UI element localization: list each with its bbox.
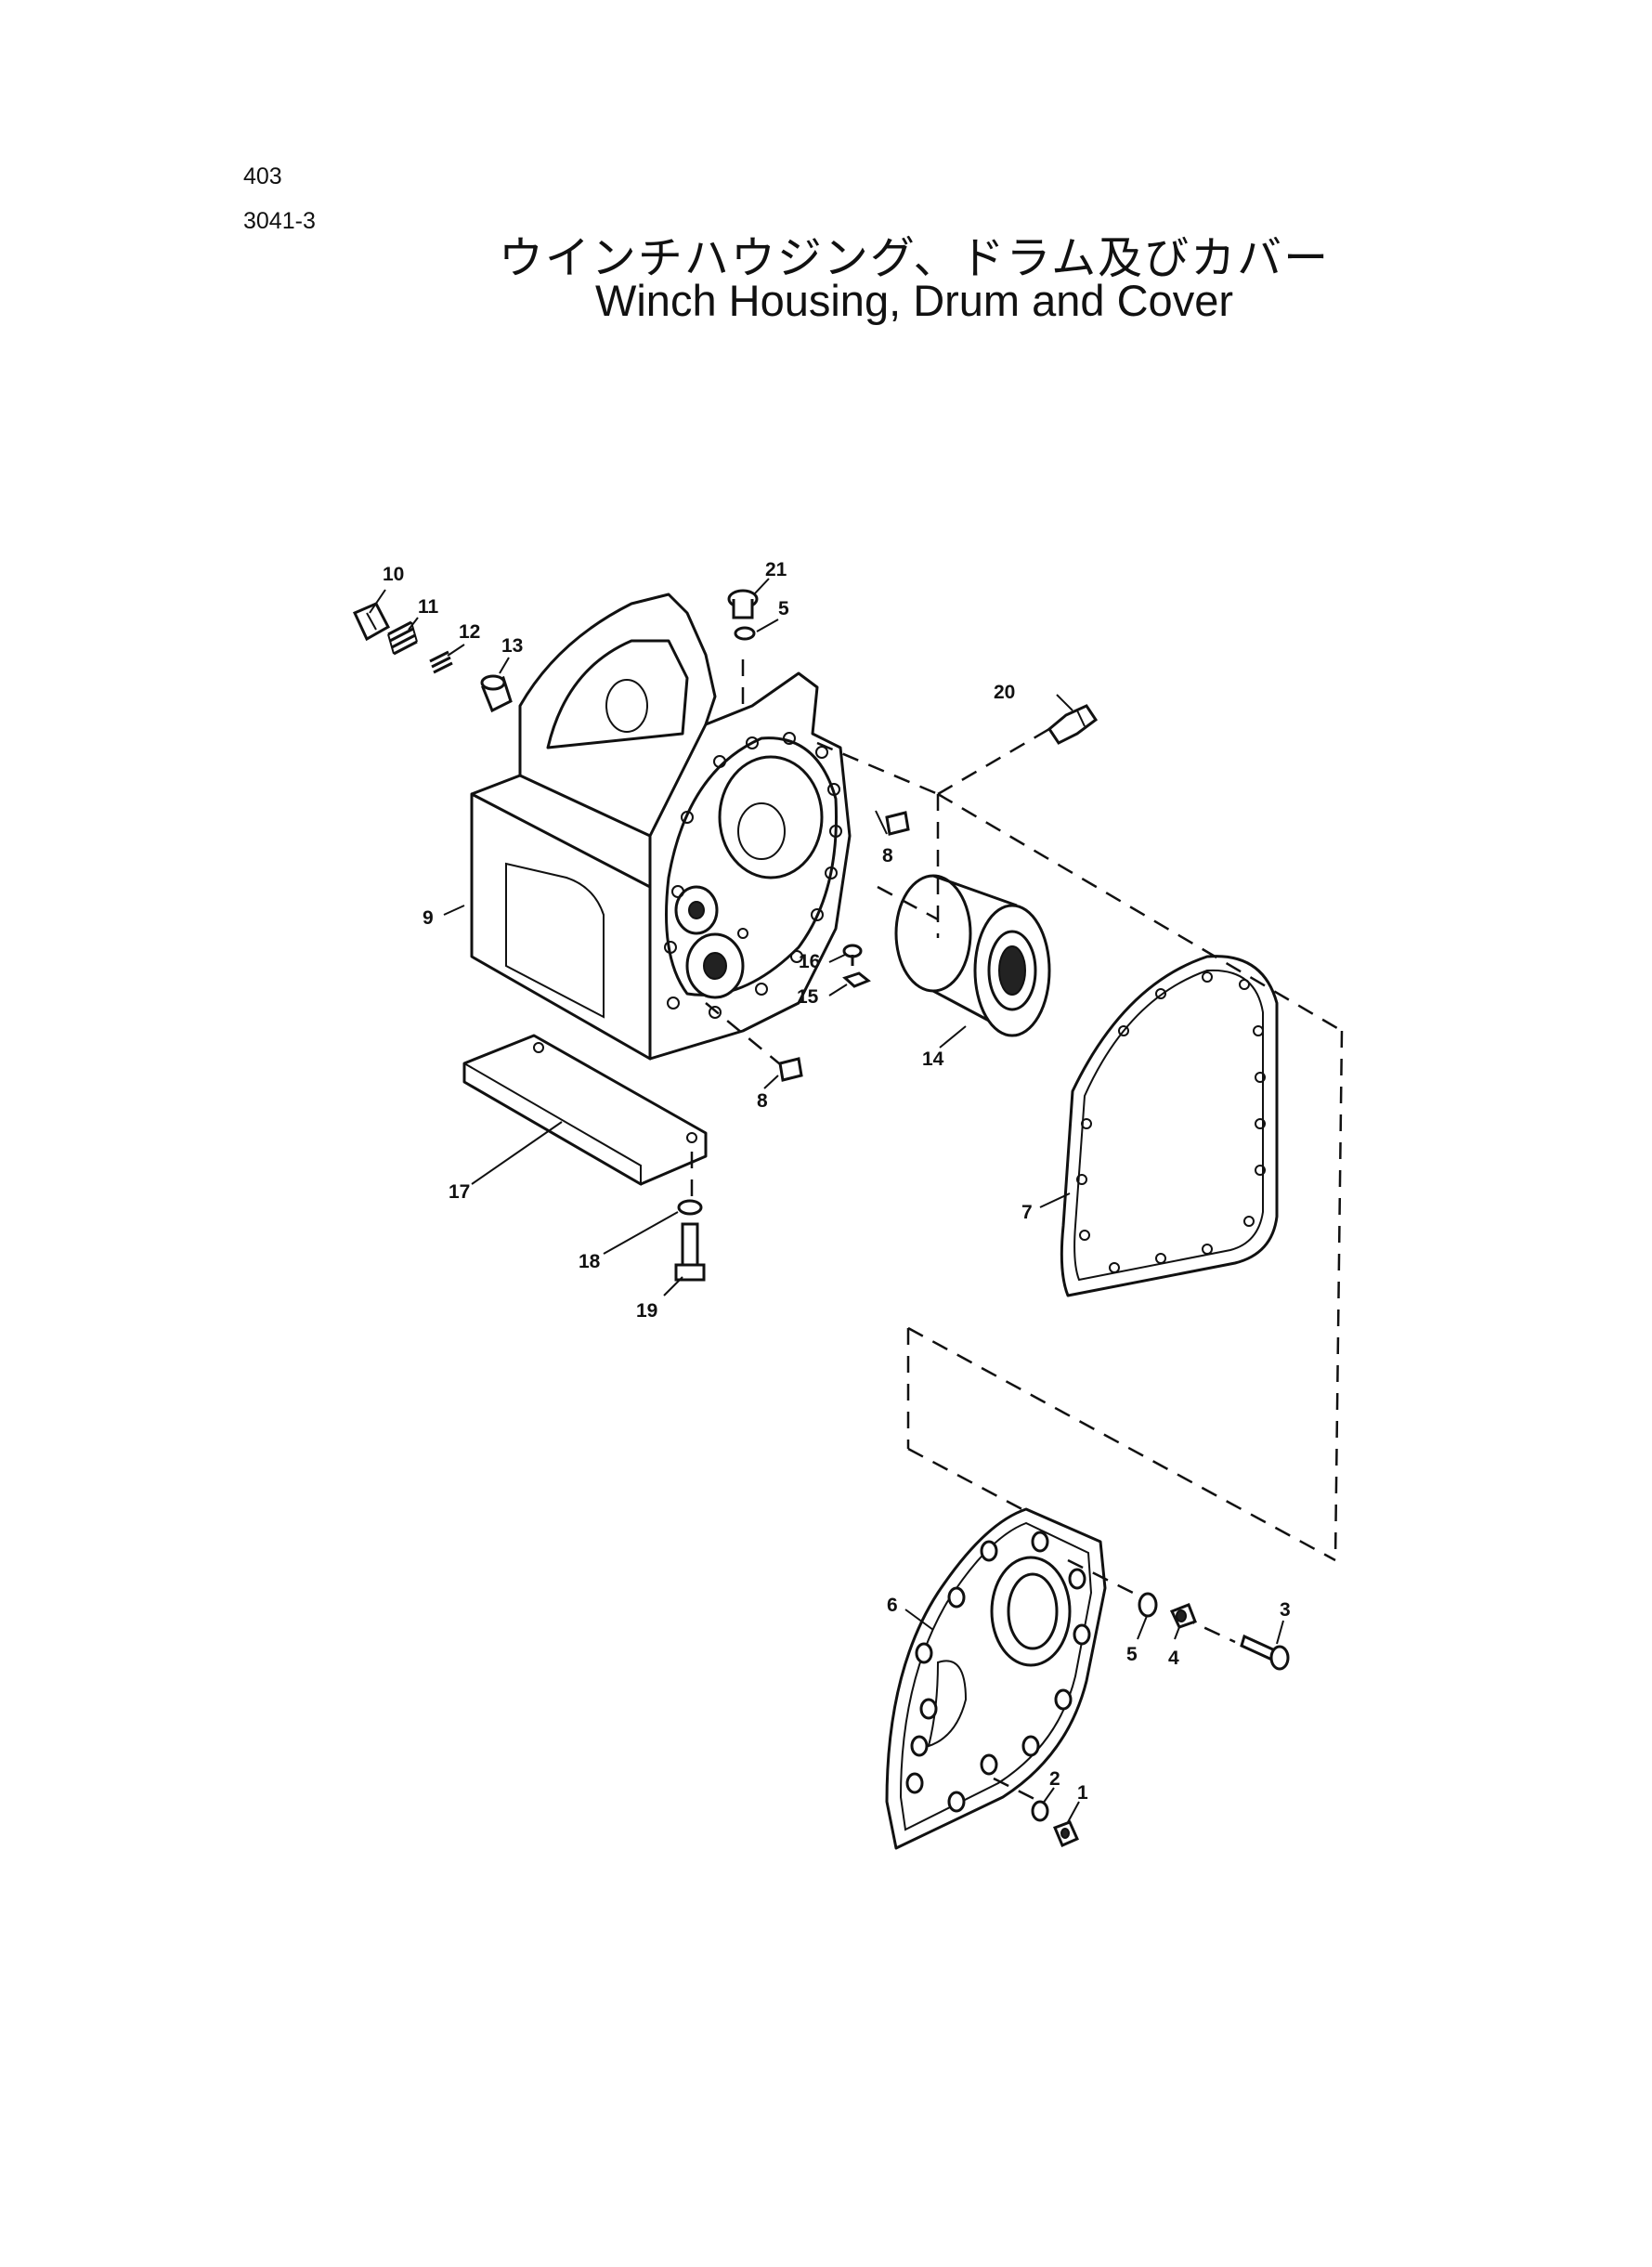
title-japanese: ウインチハウジング、ドラム及びカバー [498, 232, 1331, 284]
callout-5-top: 5 [778, 598, 789, 619]
drum-part-14 [894, 874, 1051, 1037]
gasket-part-7 [1060, 955, 1279, 1297]
callout-12: 12 [459, 621, 480, 643]
callout-8-lower: 8 [757, 1090, 768, 1112]
assembly-guide-lines [690, 659, 1344, 1804]
callout-3: 3 [1280, 1599, 1291, 1621]
callout-7: 7 [1021, 1202, 1033, 1223]
plug-part-21 [727, 589, 759, 619]
callout-1: 1 [1077, 1782, 1088, 1804]
callout-14: 14 [922, 1049, 944, 1070]
callout-13: 13 [501, 635, 523, 657]
callout-19: 19 [636, 1300, 657, 1322]
callout-16: 16 [799, 951, 820, 972]
leader-lines [369, 578, 1284, 1823]
callout-2: 2 [1049, 1768, 1060, 1790]
spring-part-12 [429, 650, 453, 674]
bolt-part-19 [674, 1222, 706, 1282]
callout-17: 17 [449, 1181, 470, 1203]
washer-part-5-lower [1138, 1592, 1158, 1618]
outer-cover-part-6 [885, 1507, 1107, 1850]
winch-housing-part-9 [470, 593, 852, 1061]
callout-21: 21 [765, 559, 787, 580]
callout-6: 6 [887, 1595, 898, 1616]
pin-part-20 [1047, 704, 1099, 745]
callout-4: 4 [1168, 1648, 1179, 1669]
callout-5-lower: 5 [1126, 1644, 1138, 1665]
plug-part-4 [1169, 1603, 1197, 1629]
callout-9: 9 [423, 907, 434, 929]
washer-part-18 [677, 1199, 703, 1216]
dowel-pin-part-8-upper [885, 811, 910, 836]
dowel-pin-part-8-lower [778, 1057, 803, 1082]
bolt-part-3 [1240, 1634, 1290, 1671]
page-number: 403 [243, 163, 282, 189]
callout-labels: 10 11 12 13 21 5 20 8 9 16 15 14 8 7 17 … [383, 559, 1291, 1804]
callout-8-upper: 8 [882, 845, 893, 866]
washer-part-2 [1031, 1800, 1049, 1822]
callout-18: 18 [579, 1251, 601, 1272]
figure-number: 3041-3 [243, 208, 316, 234]
bolt-part-16 [842, 944, 863, 966]
callout-11: 11 [418, 596, 439, 618]
cover-plate-part-17 [462, 1034, 708, 1186]
plunger-part-13 [480, 674, 513, 713]
spring-part-11 [387, 620, 418, 656]
callout-20: 20 [994, 682, 1015, 703]
plug-part-10 [352, 602, 390, 642]
callout-10: 10 [383, 564, 404, 585]
washer-part-15 [842, 971, 871, 988]
washer-part-5-top [734, 626, 756, 641]
plug-part-1 [1053, 1820, 1079, 1847]
title-english: Winch Housing, Drum and Cover [595, 276, 1233, 325]
callout-15: 15 [797, 986, 819, 1008]
